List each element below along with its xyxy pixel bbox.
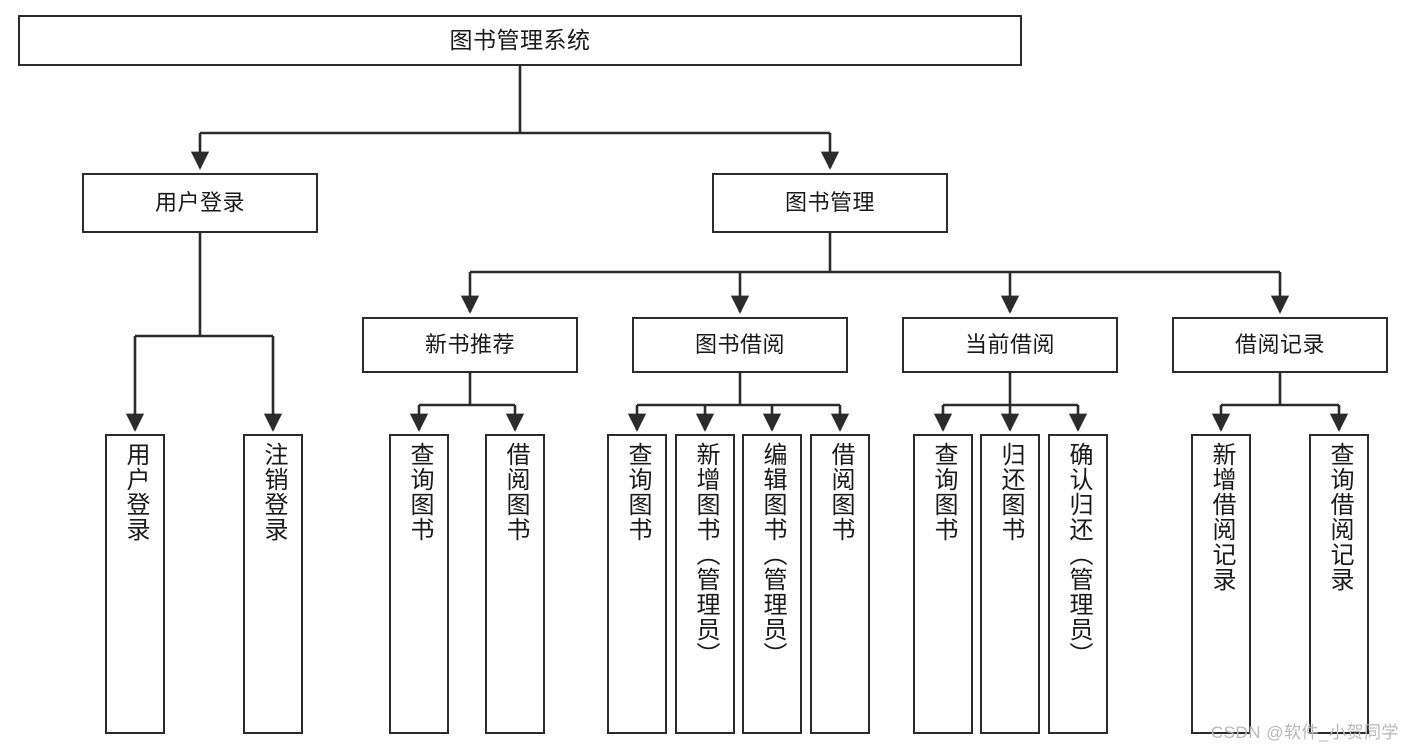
node-leaf-query-book-rec[interactable]: 查询图书 — [389, 434, 449, 734]
node-current-borrow-label: 当前借阅 — [964, 332, 1055, 358]
node-leaf-confirm-return-admin-label: 确认归还（管理员） — [1065, 442, 1092, 667]
node-leaf-confirm-return-admin[interactable]: 确认归还（管理员） — [1048, 434, 1108, 734]
node-leaf-edit-book-admin[interactable]: 编辑图书（管理员） — [742, 434, 802, 734]
node-book-borrow[interactable]: 图书借阅 — [632, 317, 848, 373]
node-current-borrow[interactable]: 当前借阅 — [902, 317, 1118, 373]
node-new-book-rec-label: 新书推荐 — [424, 332, 515, 358]
node-leaf-logout-label: 注销登录 — [260, 442, 287, 542]
node-book-manage[interactable]: 图书管理 — [712, 173, 948, 233]
node-user-login[interactable]: 用户登录 — [82, 173, 318, 233]
node-leaf-return-book-label: 归还图书 — [997, 442, 1024, 542]
node-root[interactable]: 图书管理系统 — [18, 15, 1022, 66]
node-borrow-record-label: 借阅记录 — [1234, 332, 1325, 358]
node-leaf-add-borrow-record[interactable]: 新增借阅记录 — [1191, 434, 1251, 734]
node-leaf-borrow-book-borrow[interactable]: 借阅图书 — [810, 434, 870, 734]
node-leaf-query-book-borrow-label: 查询图书 — [624, 442, 651, 542]
node-leaf-query-book-current[interactable]: 查询图书 — [913, 434, 973, 734]
node-leaf-edit-book-admin-label: 编辑图书（管理员） — [759, 442, 786, 667]
node-leaf-query-book-borrow[interactable]: 查询图书 — [607, 434, 667, 734]
node-leaf-borrow-book-rec[interactable]: 借阅图书 — [485, 434, 545, 734]
node-leaf-query-borrow-record-label: 查询借阅记录 — [1326, 442, 1353, 592]
node-user-login-label: 用户登录 — [154, 190, 245, 216]
node-leaf-user-login[interactable]: 用户登录 — [105, 434, 165, 734]
node-leaf-add-book-admin-label: 新增图书（管理员） — [692, 442, 719, 667]
node-new-book-rec[interactable]: 新书推荐 — [362, 317, 578, 373]
node-leaf-logout[interactable]: 注销登录 — [243, 434, 303, 734]
node-leaf-query-borrow-record[interactable]: 查询借阅记录 — [1309, 434, 1369, 734]
node-root-label: 图书管理系统 — [449, 27, 591, 54]
node-borrow-record[interactable]: 借阅记录 — [1172, 317, 1388, 373]
node-book-borrow-label: 图书借阅 — [694, 332, 785, 358]
node-leaf-query-book-current-label: 查询图书 — [930, 442, 957, 542]
node-leaf-borrow-book-borrow-label: 借阅图书 — [827, 442, 854, 542]
node-leaf-borrow-book-rec-label: 借阅图书 — [502, 442, 529, 542]
node-leaf-user-login-label: 用户登录 — [122, 442, 149, 542]
node-leaf-return-book[interactable]: 归还图书 — [980, 434, 1040, 734]
node-leaf-add-book-admin[interactable]: 新增图书（管理员） — [675, 434, 735, 734]
node-leaf-query-book-rec-label: 查询图书 — [406, 442, 433, 542]
node-book-manage-label: 图书管理 — [784, 190, 875, 216]
node-leaf-add-borrow-record-label: 新增借阅记录 — [1208, 442, 1235, 592]
